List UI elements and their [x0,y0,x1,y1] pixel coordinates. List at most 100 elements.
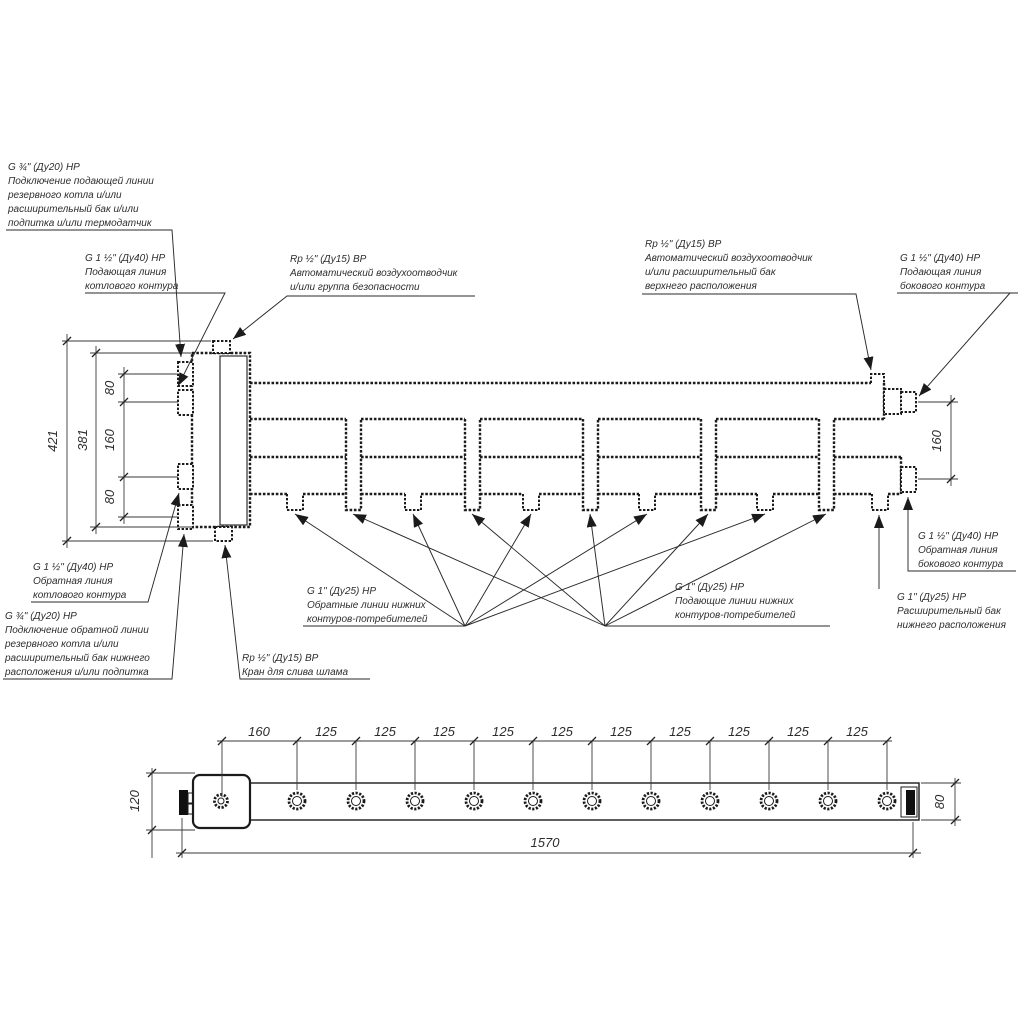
dimension-label: 125 [374,724,396,739]
return-stub [404,494,422,511]
dimension-label: 80 [932,794,947,809]
annotation-text-line: Rp ½" (Ду15) ВР [242,653,319,664]
dimension-main-left: 421 381 80 160 80 [45,334,213,548]
dimension-label: 125 [551,724,573,739]
plan-port-circle-inner [823,796,833,806]
dimension-plan-total-length: 1570 [176,818,921,858]
plan-port-circle-inner [469,796,479,806]
annotation-boiler-supply: G 1 ½" (Ду40) НР Подающая линия котловог… [85,253,226,387]
air-vent-stub-right [870,373,885,383]
dimension-label: 421 [45,430,60,452]
leader-line [604,513,709,627]
annotation-text-line: бокового контура [918,558,1004,570]
leader-line [918,292,1011,397]
return-stub [522,494,540,511]
annotation-text-line: подпитка и/или термодатчик [8,218,153,229]
annotation-text-line: резервного котла и/или [7,190,122,201]
dimension-plan-pitch: 160 125 125 125 125 125 125 125 125 125 … [217,724,892,797]
annotation-side-supply: G 1 ½" (Ду40) НР Подающая линия бокового… [897,253,1018,397]
dimension-label: 80 [102,489,117,504]
dimension-label: 125 [433,724,455,739]
annotation-text-line: G 1" (Ду25) НР [307,586,376,597]
side-supply-neck [883,388,902,415]
supply-riser [699,419,718,512]
dimension-label: 160 [248,724,270,739]
leader-line [903,497,1016,572]
annotation-text-line: и/или группа безопасности [290,281,420,293]
bottom-manifold-pipe [250,455,917,496]
plan-port-circle-inner [351,796,361,806]
plan-block-port-circle-inner [217,797,225,805]
annotation-text-line: G ¾" (Ду20) НР [5,611,77,622]
annotation-text-line: верхнего расположения [645,281,757,292]
dimension-label: 80 [102,380,117,395]
annotation-text-line: G 1 ½" (Ду40) НР [900,253,981,264]
leader-line [352,513,606,627]
annotation-consumer-returns: G 1" (Ду25) НР Обратные линии нижних кон… [294,513,766,627]
leader-line [232,295,475,340]
leader-line [642,293,874,371]
dimension-label: 381 [75,429,90,451]
dimension-side-ports: 160 [918,395,958,486]
annotation-text-line: Кран для слива шлама [242,667,348,678]
annotation-text-line: Подающая линия [85,267,167,278]
return-stub [638,494,656,511]
bottom-view: 160 125 125 125 125 125 125 125 125 125 … [127,724,961,858]
annotation-expansion-tank: G 1" (Ду25) НР Расширительный бак нижнег… [874,515,1007,631]
annotation-text-line: котлового контура [85,281,179,292]
annotation-text-line: G 1 ½" (Ду40) НР [85,253,166,264]
annotation-text-line: Подающие линии нижних [675,596,794,607]
dimension-label: 125 [315,724,337,739]
plan-port-circle-inner [705,796,715,806]
plan-port-circle-inner [410,796,420,806]
annotation-text-line: G ¾" (Ду20) НР [8,162,80,173]
top-manifold-pipe [250,373,917,421]
plan-port-circle-inner [292,796,302,806]
dimension-label: 125 [669,724,691,739]
air-vent-port-top [212,340,231,354]
annotation-text-line: Обратная линия [33,575,113,587]
annotation-text-line: Подключение обратной линии [5,624,149,636]
supply-riser [581,419,600,512]
separator-body-outline [190,351,252,529]
annotation-text-line: расширительный бак нижнего [4,652,150,664]
plan-right-fitting [900,786,918,818]
leader-line [294,513,466,627]
dimension-label: 125 [610,724,632,739]
expansion-tank-stub [871,494,889,511]
dimension-plan-block-width: 120 [127,768,195,858]
leader-line [586,513,606,627]
leader-line [464,513,648,627]
leader-line [221,544,370,680]
annotation-side-return: G 1 ½" (Ду40) НР Обратная линия бокового… [903,497,1016,572]
annotation-right-air-vent: Rp ½" (Ду15) ВР Автоматический воздухоот… [642,239,874,371]
dimension-plan-bar-width: 80 [921,778,961,826]
leader-line [412,513,466,627]
aux-return-port [177,504,194,530]
annotation-drain: Rp ½" (Ду15) ВР Кран для слива шлама [221,544,370,680]
annotation-text-line: резервного котла и/или [4,639,119,650]
return-stubs [286,494,889,511]
annotation-text-line: и/или расширительный бак [645,266,777,278]
dimension-label: 1570 [531,835,561,850]
main-view: 421 381 80 160 80 160 G ¾" (Ду20) НР Под… [3,162,1018,680]
boiler-return-port [177,463,194,490]
annotation-text-line: нижнего расположения [897,620,1007,631]
plan-port-circle-inner [528,796,538,806]
annotation-text-line: котлового контура [33,590,127,601]
annotation-text-line: G 1" (Ду25) НР [897,592,966,603]
plan-port-circle-inner [587,796,597,806]
supply-riser [463,419,482,512]
annotation-text-line: Обратные линии нижних [307,599,427,611]
annotation-text-line: Обратная линия [918,544,998,556]
annotation-top-air-vent: Rp ½" (Ду15) ВР Автоматический воздухоот… [232,254,475,340]
return-stub [286,494,304,511]
leader-line [6,229,186,358]
leader-line [464,513,766,627]
leader-line [464,513,532,627]
dimension-label: 125 [492,724,514,739]
annotation-text-line: Автоматический воздухоотводчик [644,253,814,264]
separator-body [177,340,252,542]
